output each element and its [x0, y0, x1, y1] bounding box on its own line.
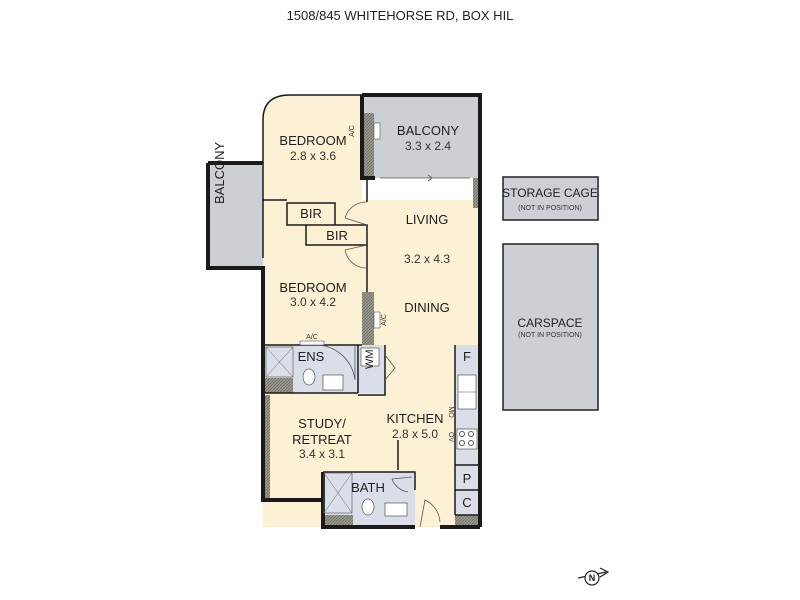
- bath-basin-icon: [384, 502, 408, 517]
- fridge-label: F: [463, 349, 471, 364]
- ensuite-name: ENS: [298, 349, 325, 364]
- bir1-name: BIR: [300, 206, 322, 221]
- property-address: 1508/845 WHITEHORSE RD, BOX HIL: [287, 8, 514, 23]
- laundry-tub-icon: [360, 347, 380, 367]
- fixtures: [265, 122, 478, 517]
- ac-label-bedroom2: A/C: [306, 334, 318, 341]
- ac-label-bedroom1: A/C: [349, 125, 356, 137]
- study-name-line1: STUDY/: [298, 416, 346, 431]
- ensuite-shower: [265, 346, 294, 378]
- balcony-side-name: BALCONY: [212, 142, 227, 204]
- bedroom2-name: BEDROOM: [279, 280, 346, 295]
- ac-unit-icon: [373, 122, 381, 140]
- ensuite-basin-icon: [322, 374, 344, 391]
- balcony-side-floor: [208, 163, 263, 268]
- bedroom1-name: BEDROOM: [279, 133, 346, 148]
- north-arrow-icon: N: [577, 567, 610, 586]
- ac-unit-icon: [299, 340, 325, 346]
- balcony-top-size: 3.3 x 2.4: [405, 139, 451, 153]
- north-label: N: [589, 573, 596, 583]
- balcony-top-name: BALCONY: [397, 123, 459, 138]
- room-labels: BEDROOM 2.8 x 3.6 BALCONY 3.3 x 2.4 BALC…: [212, 123, 598, 510]
- balcony-top-floor: [362, 95, 480, 178]
- study-name-line2: RETREAT: [292, 432, 352, 447]
- bedroom2-size: 3.0 x 4.2: [290, 295, 336, 309]
- oven-label: OV: [447, 432, 454, 442]
- structural-columns: [265, 113, 480, 527]
- bir2-name: BIR: [326, 228, 348, 243]
- bath-toilet-icon: [361, 498, 375, 516]
- bedroom1-floor: [263, 95, 362, 200]
- kitchen-name: KITCHEN: [386, 411, 443, 426]
- storage-cage-note: (NOT IN POSITION): [518, 205, 582, 212]
- storage-cage-box: [502, 176, 599, 221]
- floor-areas: [208, 95, 599, 527]
- ac-label-dining: A/C: [381, 314, 388, 326]
- laundry-name: WM: [364, 349, 376, 369]
- bath-name: BATH: [351, 480, 385, 495]
- carspace-note: (NOT IN POSITION): [518, 332, 582, 339]
- cupboard-label: C: [462, 495, 471, 510]
- storage-cage-name: STORAGE CAGE: [502, 186, 598, 200]
- microwave-label: MO: [447, 406, 454, 418]
- living-size: 3.2 x 4.3: [404, 252, 450, 266]
- ensuite-toilet-icon: [302, 368, 316, 386]
- study-size: 3.4 x 3.1: [299, 447, 345, 461]
- bath-shower: [323, 472, 353, 514]
- bedroom1-size: 2.8 x 3.6: [290, 149, 336, 163]
- ac-unit-icon: [373, 311, 381, 329]
- carspace-box: [502, 243, 599, 411]
- pantry-label: P: [463, 471, 472, 486]
- kitchen-size: 2.8 x 5.0: [392, 427, 438, 441]
- dining-name: DINING: [404, 300, 450, 315]
- living-name: LIVING: [406, 212, 449, 227]
- carspace-name: CARSPACE: [517, 316, 582, 330]
- cooktop-icon: [456, 428, 478, 450]
